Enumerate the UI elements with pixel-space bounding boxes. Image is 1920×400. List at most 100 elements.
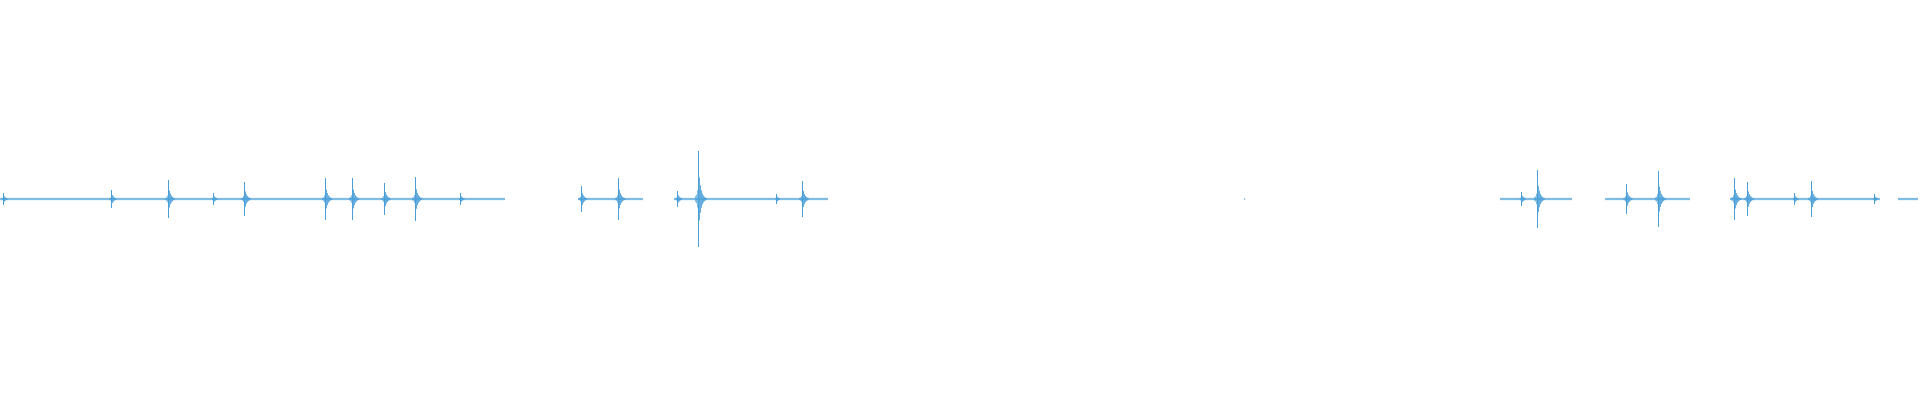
waveform-peak-attack [1731, 197, 1732, 201]
waveform-peak-tail [1751, 197, 1752, 201]
waveform-peak-attack [579, 197, 580, 201]
waveform-segment [0, 198, 505, 200]
waveform-peak-tail [417, 192, 418, 206]
waveform-peak-tail [777, 196, 778, 202]
waveform-peak-attack [383, 196, 384, 202]
waveform-peak-attack [324, 195, 325, 203]
waveform-peak [168, 180, 169, 218]
waveform-peak [111, 190, 112, 208]
waveform-peak-attack [1535, 196, 1536, 202]
waveform-peak-tail [388, 197, 389, 201]
waveform-peak-tail [249, 197, 250, 201]
waveform-peak-tail [1525, 198, 1526, 200]
waveform-peak-attack [323, 197, 324, 201]
waveform-peak-attack [243, 195, 244, 203]
waveform-peak-tail [114, 197, 115, 201]
waveform-peak-tail [463, 197, 464, 201]
waveform-peak [1734, 178, 1735, 220]
waveform-peak [1537, 170, 1538, 228]
waveform-peak-attack [615, 197, 616, 201]
waveform-peak-tail [1538, 186, 1539, 212]
waveform-peak-tail [1540, 193, 1541, 205]
waveform-peak-attack [775, 198, 776, 200]
waveform-peak-attack [1733, 195, 1734, 203]
waveform-peak-tail [1665, 198, 1666, 200]
waveform-peak-tail [1524, 197, 1525, 201]
waveform-peak-attack [578, 198, 579, 200]
waveform-peak-attack [1732, 197, 1733, 201]
waveform-peak-tail [1543, 197, 1544, 201]
waveform-peak-attack [1808, 197, 1809, 201]
waveform-peak-attack [1793, 197, 1794, 201]
waveform-peak-attack [697, 190, 698, 208]
waveform-peak-attack [1624, 197, 1625, 201]
waveform-peak-tail [6, 197, 7, 201]
waveform-peak-tail [1813, 193, 1814, 205]
waveform-peak-tail [1741, 198, 1742, 200]
waveform-peak [1811, 181, 1812, 217]
waveform-peak-tail [679, 196, 680, 202]
waveform-peak-tail [214, 196, 215, 202]
waveform-peak-tail [247, 195, 248, 203]
waveform-peak-attack [322, 197, 323, 201]
waveform-peak-tail [173, 197, 174, 201]
waveform-peak-tail [703, 195, 704, 203]
waveform-peak-tail [116, 198, 117, 200]
waveform-peak-tail [1631, 197, 1632, 201]
waveform-peak-tail [623, 197, 624, 201]
waveform-peak-tail [356, 196, 357, 202]
waveform-peak-tail [169, 190, 170, 208]
waveform-peak-tail [422, 198, 423, 200]
waveform-peak [776, 194, 777, 204]
waveform-peak-tail [1752, 197, 1753, 201]
waveform-peak-tail [808, 198, 809, 200]
waveform-peak [1626, 184, 1627, 214]
waveform-peak-tail [1812, 190, 1813, 208]
waveform-peak [1747, 182, 1748, 216]
waveform-peak-attack [167, 195, 168, 203]
waveform-peak-attack [2, 197, 3, 201]
waveform-peak-tail [1627, 192, 1628, 206]
waveform-peak-tail [1522, 195, 1523, 203]
waveform-peak-tail [462, 197, 463, 201]
waveform-peak-tail [1749, 194, 1750, 204]
waveform-peak-tail [807, 197, 808, 201]
waveform-peak-tail [115, 197, 116, 201]
waveform-peak [213, 193, 214, 205]
waveform-peak-tail [245, 191, 246, 207]
waveform-peak-tail [1663, 196, 1664, 202]
waveform-peak-attack [459, 197, 460, 201]
waveform-peak-tail [1628, 194, 1629, 204]
waveform-peak-tail [805, 195, 806, 203]
waveform-peak [244, 182, 245, 216]
waveform-peak-tail [357, 197, 358, 201]
waveform-peak-tail [1875, 196, 1876, 202]
waveform-peak-tail [385, 191, 386, 207]
waveform-peak-tail [1738, 196, 1739, 202]
waveform-peak-tail [1750, 195, 1751, 203]
waveform-peak-tail [1523, 197, 1524, 201]
waveform-peak-attack [381, 198, 382, 200]
waveform-peak-tail [1796, 197, 1797, 201]
waveform-peak-attack [1520, 197, 1521, 201]
waveform-peak [1874, 194, 1875, 204]
waveform-peak-tail [587, 198, 588, 200]
waveform-peak [415, 177, 416, 221]
waveform-peak-tail [1660, 191, 1661, 207]
waveform-peak [677, 191, 678, 207]
waveform-peak-tail [584, 196, 585, 202]
waveform-peak [802, 181, 803, 217]
waveform-peak-tail [1736, 193, 1737, 205]
waveform-peak-tail [806, 196, 807, 202]
waveform-peak-tail [386, 194, 387, 204]
waveform-peak-tail [622, 196, 623, 202]
waveform-peaks-group [2, 151, 1878, 247]
waveform-peak-tail [1795, 196, 1796, 202]
waveform-peak [3, 193, 4, 205]
waveform-peak-tail [217, 198, 218, 200]
waveform-segment-noise [578, 197, 643, 201]
waveform-peak [325, 178, 326, 220]
waveform-peak-tail [1816, 197, 1817, 201]
